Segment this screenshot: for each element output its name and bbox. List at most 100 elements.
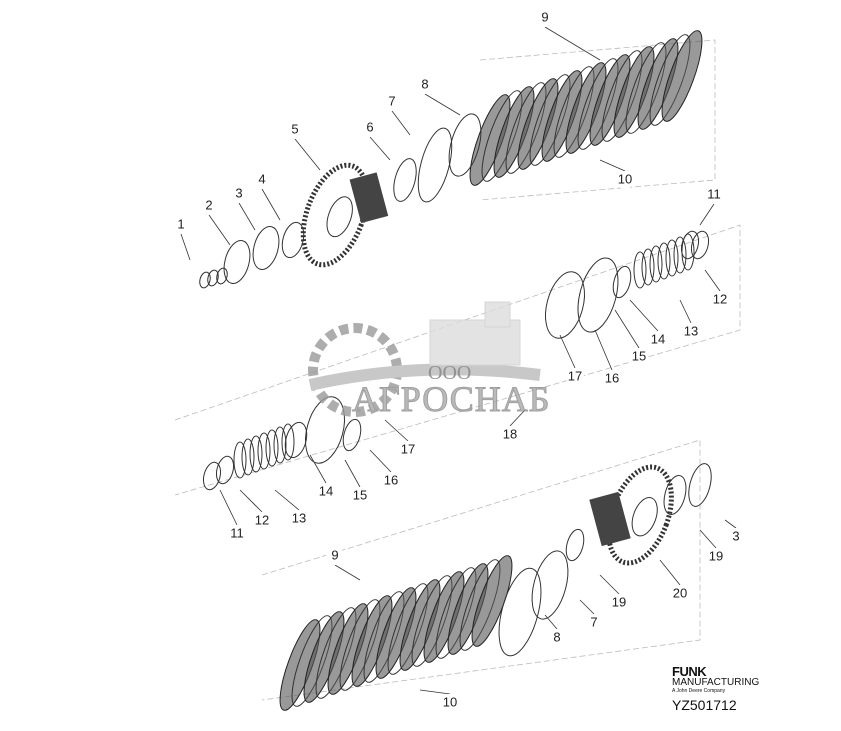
ring-part xyxy=(688,463,712,507)
leader-line xyxy=(509,409,526,427)
ring-part xyxy=(612,265,632,299)
ring-part xyxy=(565,528,585,562)
ring-part xyxy=(281,221,305,259)
ring-part xyxy=(342,418,362,452)
callout-bg xyxy=(172,216,190,234)
callout-9: 9 xyxy=(331,547,338,562)
callout-bg xyxy=(200,197,218,215)
ring-part xyxy=(393,158,417,202)
leader-line xyxy=(724,519,737,529)
watermark-prefix: ООО xyxy=(428,362,472,384)
callout-14: 14 xyxy=(319,483,333,498)
spring-coil xyxy=(273,426,287,464)
gear-combine-logo xyxy=(308,301,541,417)
callout-9: 9 xyxy=(541,9,548,24)
leader-line xyxy=(424,93,461,116)
leader-line xyxy=(614,309,640,349)
callout-bg xyxy=(727,528,745,546)
leader-line xyxy=(579,599,595,615)
callout-bg xyxy=(671,585,689,603)
ring-part xyxy=(252,226,280,270)
callout-bg xyxy=(361,119,379,137)
ring-part xyxy=(577,257,619,333)
leader-line xyxy=(261,188,281,221)
drawing-number: YZ501712 xyxy=(672,697,737,713)
logo-name: FUNK xyxy=(672,664,707,679)
leader-line xyxy=(294,138,321,171)
spring-coil xyxy=(233,441,247,479)
ring-part xyxy=(207,269,219,287)
gear-5-bore xyxy=(326,196,353,238)
callout-8: 8 xyxy=(421,76,428,91)
spring-coil xyxy=(657,242,671,280)
leader-line xyxy=(274,489,300,511)
agrosnab-watermark: ООО АГРОСНАБ xyxy=(300,300,550,440)
spring-coil xyxy=(249,435,263,473)
callout-15: 15 xyxy=(353,487,367,502)
leader-line xyxy=(599,159,626,172)
callout-3: 3 xyxy=(732,528,739,543)
leader-line xyxy=(238,202,256,231)
funk-logo: FUNK MANUFACTURING A John Deere Company xyxy=(672,664,760,695)
callout-3: 3 xyxy=(235,185,242,200)
callout-bg xyxy=(317,483,335,501)
callout-bg xyxy=(351,487,369,505)
callout-bg xyxy=(536,9,554,27)
callout-10: 10 xyxy=(443,694,457,709)
group-frame-bottom xyxy=(261,439,701,701)
spring-coil xyxy=(665,239,679,277)
leader-line xyxy=(309,454,327,484)
leader-line xyxy=(699,203,715,226)
callout-bg xyxy=(711,291,729,309)
callout-bg xyxy=(707,548,725,566)
callout-bg xyxy=(610,594,628,612)
callout-bg xyxy=(649,331,667,349)
group-frame-top xyxy=(479,39,716,201)
callout-4: 4 xyxy=(258,171,265,186)
callout-7: 7 xyxy=(388,93,395,108)
callout-5: 5 xyxy=(291,121,298,136)
watermark-name: АГРОСНАБ xyxy=(351,379,551,420)
callout-19: 19 xyxy=(709,548,723,563)
callout-bg xyxy=(228,525,246,543)
callout-bg xyxy=(416,76,434,94)
callout-bg xyxy=(566,368,584,386)
callout-11: 11 xyxy=(230,525,244,540)
callout-bg xyxy=(399,441,417,459)
callout-bg xyxy=(441,694,459,712)
ring-part xyxy=(663,475,687,515)
logo-line2: MANUFACTURING xyxy=(672,677,760,688)
spring-coil xyxy=(281,423,295,461)
callout-bg xyxy=(501,426,519,444)
callout-8: 8 xyxy=(553,629,560,644)
callout-bg xyxy=(383,93,401,111)
leader-line xyxy=(208,214,231,246)
ring-part xyxy=(223,240,251,284)
callout-17: 17 xyxy=(401,441,415,456)
callout-2: 2 xyxy=(205,197,212,212)
callout-16: 16 xyxy=(384,472,398,487)
leader-line xyxy=(369,449,392,473)
ring-part xyxy=(199,271,211,289)
callout-bg xyxy=(382,472,400,490)
callout-12: 12 xyxy=(713,291,727,306)
spring-coil xyxy=(641,248,655,286)
ring-part xyxy=(417,127,453,203)
ring-part xyxy=(531,550,569,620)
callout-bg xyxy=(682,323,700,341)
callout-bg xyxy=(616,171,634,189)
callout-14: 14 xyxy=(651,331,665,346)
ring-part xyxy=(202,461,222,491)
callout-bg xyxy=(253,171,271,189)
callout-bg xyxy=(705,186,723,204)
callout-17: 17 xyxy=(568,368,582,383)
leader-line xyxy=(544,614,558,630)
callout-19: 19 xyxy=(612,594,626,609)
leader-line xyxy=(544,26,601,61)
leader-line xyxy=(659,559,681,586)
callout-6: 6 xyxy=(366,119,373,134)
callout-20: 20 xyxy=(673,585,687,600)
callout-7: 7 xyxy=(590,614,597,629)
callout-13: 13 xyxy=(292,510,306,525)
